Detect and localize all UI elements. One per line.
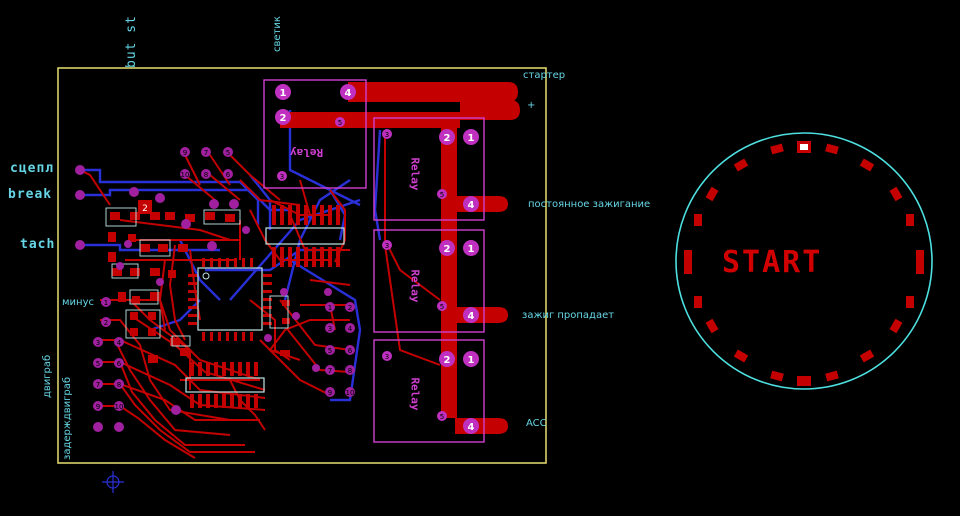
small-pad-numbers: 5 3 3 5 3 5 3 5 — [280, 119, 444, 421]
svg-text:3: 3 — [96, 339, 100, 347]
marker-2: 2 — [138, 200, 152, 214]
svg-text:6: 6 — [117, 360, 122, 368]
label-plus: + — [527, 100, 536, 111]
via-numbers: 9 7 5 10 8 6 1 2 3 4 5 6 7 8 9 10 1 2 3 4 5 6 7 8 9 10 — [96, 149, 355, 411]
svg-text:2: 2 — [280, 113, 287, 124]
label-break: break — [8, 187, 53, 202]
origin-crosshair — [102, 471, 124, 493]
svg-text:5: 5 — [338, 119, 342, 127]
svg-text:5: 5 — [226, 149, 230, 157]
svg-text:4: 4 — [468, 311, 475, 322]
svg-text:2: 2 — [142, 204, 148, 214]
svg-text:2: 2 — [348, 304, 352, 312]
svg-text:9: 9 — [183, 149, 187, 157]
svg-text:5: 5 — [96, 360, 100, 368]
svg-text:1: 1 — [468, 244, 475, 255]
svg-text:1: 1 — [468, 355, 475, 366]
svg-text:7: 7 — [96, 381, 100, 389]
svg-text:5: 5 — [328, 347, 332, 355]
svg-text:3: 3 — [280, 173, 284, 181]
svg-text:4: 4 — [348, 325, 353, 333]
svg-text:8: 8 — [117, 381, 121, 389]
svg-text:5: 5 — [440, 413, 444, 421]
svg-text:5: 5 — [440, 303, 444, 311]
relay-pads — [275, 84, 479, 434]
svg-text:2: 2 — [444, 355, 451, 366]
svg-text:1: 1 — [328, 304, 332, 312]
relay-2-label: Relay — [408, 157, 422, 191]
svg-text:4: 4 — [468, 200, 475, 211]
relay-1-label: Relay — [290, 146, 324, 159]
svg-text:3: 3 — [385, 353, 389, 361]
svg-text:7: 7 — [328, 367, 332, 375]
svg-text:3: 3 — [385, 131, 389, 139]
label-tach: tach — [20, 237, 56, 252]
svg-text:9: 9 — [96, 403, 100, 411]
svg-text:1: 1 — [104, 299, 108, 307]
svg-text:2: 2 — [104, 319, 108, 327]
label-delay-engine-run: задерждвиграб — [62, 376, 73, 460]
components — [105, 200, 345, 408]
svg-text:8: 8 — [204, 171, 208, 179]
label-ignition-drops: зажиг пропадает — [522, 310, 615, 321]
start-button-footprint — [675, 132, 933, 390]
svg-text:4: 4 — [117, 339, 122, 347]
label-sucpa: сцепл — [10, 161, 55, 176]
svg-text:10: 10 — [346, 389, 355, 397]
svg-text:4: 4 — [468, 422, 475, 433]
label-acc: ACC — [526, 418, 547, 429]
svg-text:3: 3 — [328, 325, 332, 333]
svg-text:3: 3 — [385, 242, 389, 250]
relay-pad-numbers: 1 4 2 2 1 4 2 1 4 2 1 4 — [280, 88, 475, 433]
relay-4-label: Relay — [408, 377, 422, 411]
svg-text:7: 7 — [204, 149, 208, 157]
board-outline — [57, 67, 547, 464]
label-but-st: but st — [124, 15, 139, 68]
svg-text:1: 1 — [280, 88, 287, 99]
svg-text:9: 9 — [328, 389, 332, 397]
label-minus: минус — [62, 297, 94, 308]
svg-text:6: 6 — [226, 171, 231, 179]
relay-3-label: Relay — [408, 269, 422, 303]
svg-text:10: 10 — [115, 403, 124, 411]
label-svetik: светик — [272, 16, 283, 52]
start-button-text: START — [722, 245, 823, 280]
svg-text:2: 2 — [444, 133, 451, 144]
svg-text:5: 5 — [440, 191, 444, 199]
label-starter: стартер — [523, 70, 566, 81]
svg-text:6: 6 — [348, 347, 353, 355]
relay-footprints — [263, 79, 485, 443]
label-engine-run: двиграб — [42, 354, 53, 398]
svg-text:8: 8 — [348, 367, 352, 375]
svg-text:2: 2 — [444, 244, 451, 255]
svg-text:4: 4 — [345, 88, 352, 99]
vias — [75, 147, 355, 432]
svg-text:10: 10 — [181, 171, 190, 179]
label-constant-ignition: постоянное зажигание — [528, 199, 651, 210]
svg-text:1: 1 — [468, 133, 475, 144]
